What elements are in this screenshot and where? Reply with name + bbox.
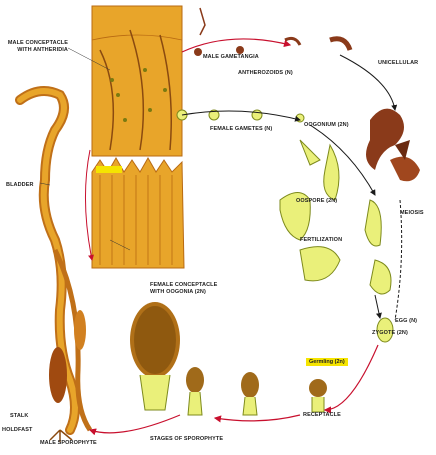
label-male-gametangium: Male gametangia xyxy=(203,54,259,61)
male-conceptacle-section xyxy=(92,6,182,156)
label-egg: Egg (n) xyxy=(395,318,417,325)
antherozoids xyxy=(194,8,350,56)
label-fertilization: Fertilization xyxy=(300,237,342,244)
female-conceptacle-section xyxy=(92,158,184,268)
label-zygote: Zygote (2n) xyxy=(372,330,408,337)
oogonia-stages xyxy=(280,193,393,343)
label-holdfast: Holdfast xyxy=(2,427,32,434)
label-germling: Germling (2n) xyxy=(306,358,348,366)
label-receptacle: Receptacle xyxy=(303,412,341,419)
label-meiosis: Meiosis xyxy=(400,210,424,217)
label-male-sporophyte: Male sporophyte xyxy=(40,440,97,447)
label-oogonium: Oogonium (2n) xyxy=(304,122,349,129)
male-gametophyte-cluster xyxy=(366,109,420,182)
label-stalk: Stalk xyxy=(10,413,28,420)
label-oospore: Oospore (2n) xyxy=(296,198,346,205)
sporophyte-thallus xyxy=(20,91,90,442)
label-unicellular: Unicellular xyxy=(378,60,433,67)
label-male-conceptacle: Male conceptacle with antheridia xyxy=(4,40,68,53)
germlings xyxy=(130,302,327,415)
label-conceptacle-section: Female conceptacle with oogonia (2n) xyxy=(150,282,220,295)
label-bladder: Bladder xyxy=(6,182,34,189)
label-stages: Stages of sporophyte xyxy=(150,436,223,443)
label-female-gametes: Female gametes (n) xyxy=(210,126,272,133)
label-antherozoid: Antherozoids (n) xyxy=(238,70,293,77)
